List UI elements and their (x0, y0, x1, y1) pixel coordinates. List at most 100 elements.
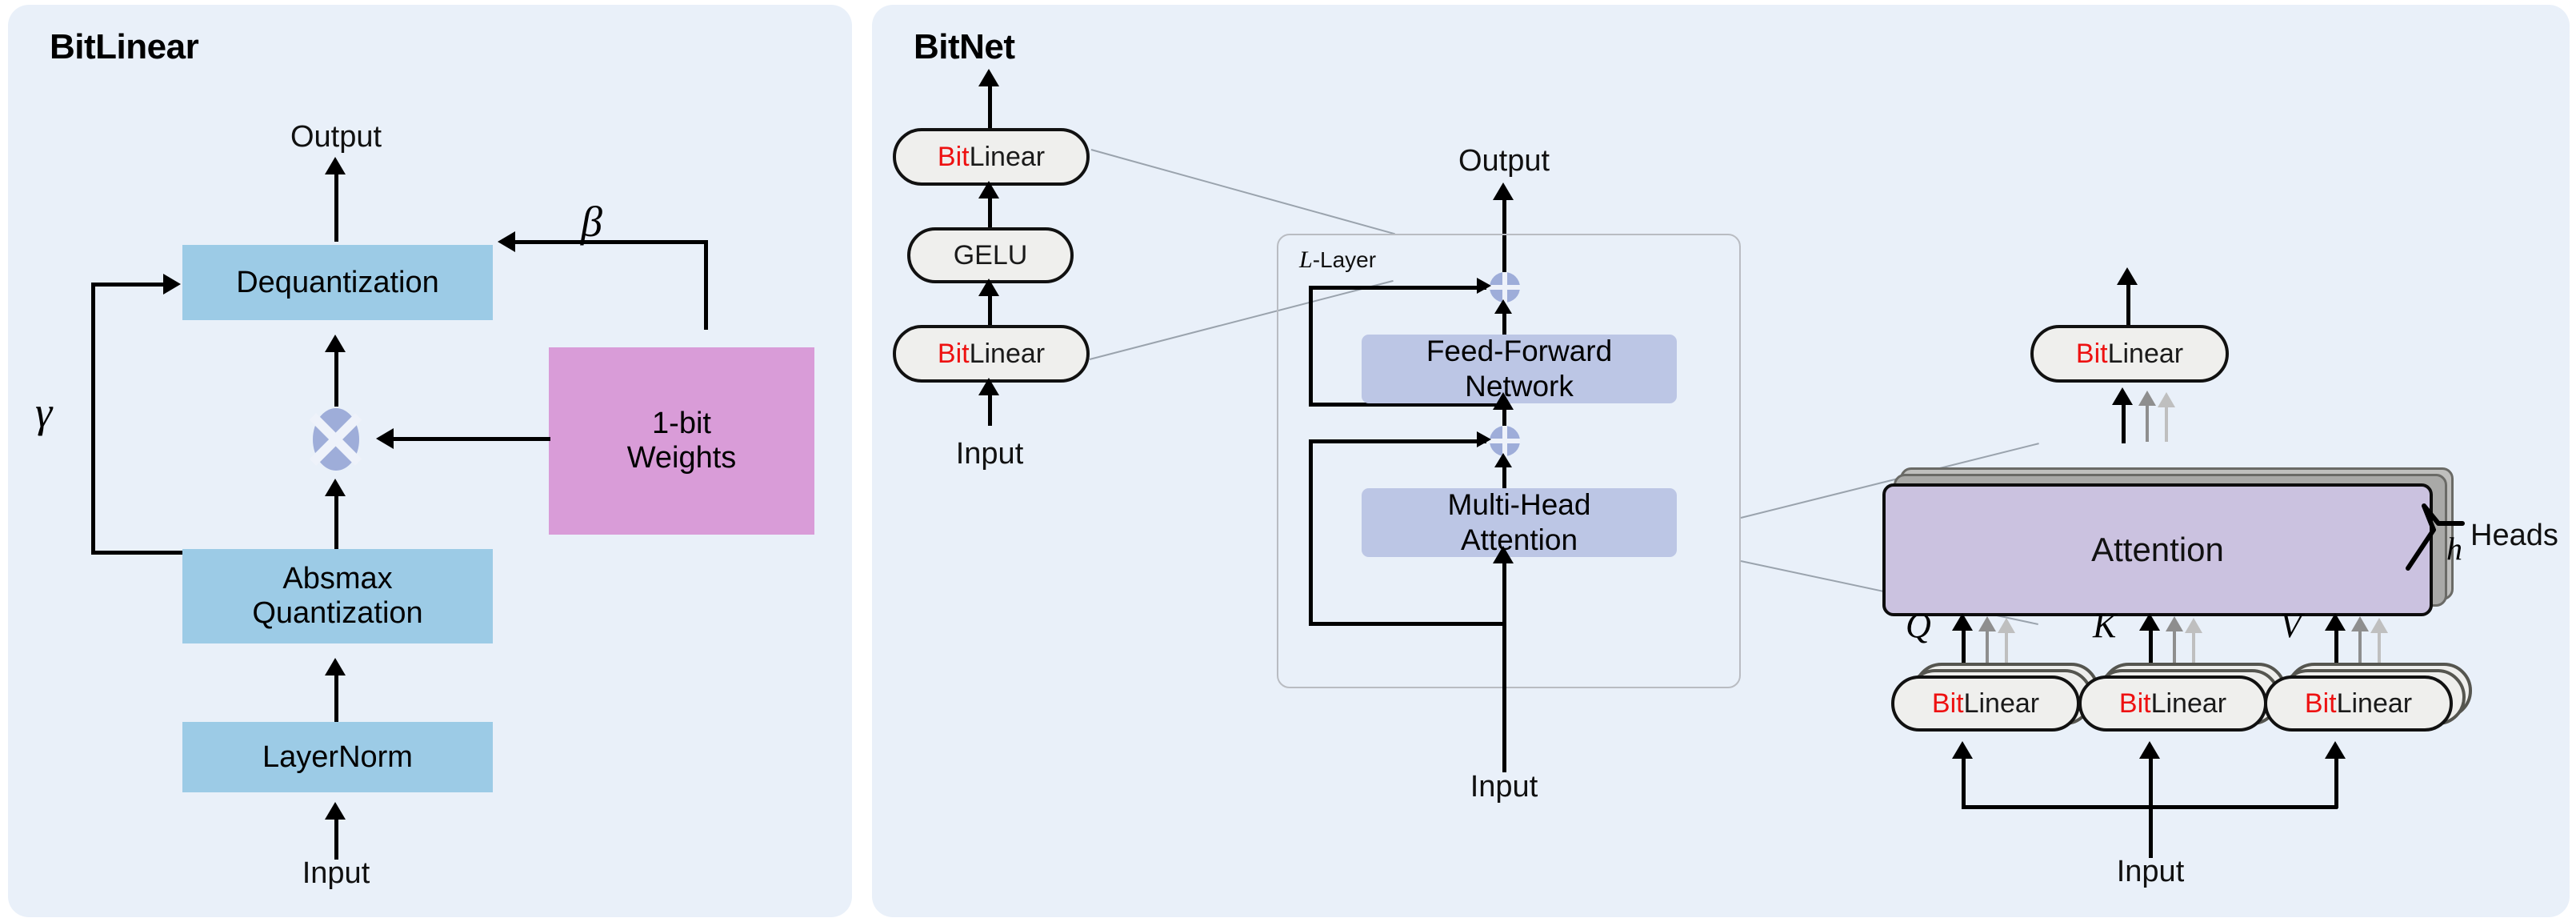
attention-out-arrow-stem (2122, 399, 2126, 443)
arrow-weights-to-mul-stem (394, 437, 550, 441)
q-ghost-arrow-2 (1998, 618, 2019, 672)
v-ghost-arrow-2 (2370, 618, 2392, 672)
heads-brace-icon (2406, 503, 2465, 571)
transformer-input-label: Input (1470, 770, 1538, 804)
arrow-outproj-to-up-head (2117, 267, 2138, 285)
multi-head-attention-box: Multi-Head Attention (1362, 488, 1677, 557)
bitnet-stack-gelu[interactable]: GELU (907, 227, 1074, 283)
residual-ffn-horizontal (1310, 286, 1486, 290)
arrow-add-to-ffn-stem (1502, 403, 1506, 438)
add-operator-mha (1490, 426, 1520, 456)
absmax-quantization-text: Absmax Quantization (252, 562, 422, 630)
bitnet-panel (872, 5, 2570, 917)
arrow-input-to-mha-head (1493, 546, 1514, 563)
multiply-operator (313, 408, 359, 471)
attention-out-ghost-arrow-1 (2138, 391, 2160, 442)
arrow-ln-to-absmax-stem (334, 669, 338, 724)
l-layer-label: L-Layer (1299, 247, 1376, 274)
q-input-branch-head (1952, 741, 1973, 759)
arrow-ffn-to-add-head (1494, 299, 1512, 314)
residual-mha-vertical (1309, 439, 1313, 625)
arrow-input-to-stack-stem (988, 389, 992, 426)
stack-top-arrow-head (978, 69, 999, 86)
q-arrow-head (1952, 613, 1973, 631)
q-input-branch-stem (1962, 752, 1966, 808)
v-arrow-stem (2334, 624, 2338, 674)
arrow-input-to-ln-head (325, 802, 346, 820)
stack-top-arrow-stem (988, 80, 992, 128)
bit-text: Bit (2304, 687, 2337, 719)
k-arrow-head (2139, 613, 2160, 631)
residual-ffn-arrow-head (1477, 278, 1491, 294)
arrow-mha-to-add-head (1494, 453, 1512, 467)
l-layer-container (1277, 234, 1741, 688)
bit-text: Bit (937, 338, 970, 369)
arrow-absmax-to-mul-stem (334, 490, 338, 549)
v-input-branch-head (2325, 741, 2346, 759)
arrow-block-to-output-head (1493, 182, 1514, 200)
gelu-text: GELU (953, 239, 1028, 271)
residual-ffn-tap (1309, 403, 1504, 407)
bitlinear-output-label: Output (290, 120, 382, 154)
arrow-dequant-to-output-stem (334, 168, 338, 242)
k-label: K (2093, 606, 2117, 645)
bit-text: Bit (2118, 687, 2151, 719)
bitnet-panel-title: BitNet (914, 27, 1015, 66)
v-ghost-arrow-1 (2351, 616, 2373, 672)
linear-text: Linear (1963, 687, 2040, 719)
arrow-input-to-stack-head (978, 378, 999, 395)
linear-text: Linear (969, 141, 1046, 172)
arrow-bitlinear-to-gelu-stem (988, 290, 992, 325)
absmax-quantization-box: Absmax Quantization (182, 549, 493, 643)
weights-line1: 1-bit (652, 407, 711, 441)
k-arrow-stem (2149, 624, 2153, 674)
bitlinear-input-label: Input (302, 856, 370, 890)
l-layer-math-l: L (1299, 247, 1313, 273)
attention-out-arrow-head (2112, 387, 2133, 405)
h-heads-math: h (2446, 531, 2462, 567)
absmax-line1: Absmax (282, 562, 393, 596)
linear-text: Linear (2150, 687, 2227, 719)
k-ghost-arrow-2 (2185, 618, 2206, 672)
ffn-line1: Feed-Forward (1426, 335, 1613, 368)
arrow-bitlinear-to-gelu-head (978, 279, 999, 296)
h-heads-label: Heads (2470, 519, 2558, 552)
mha-text: Multi-Head Attention (1448, 487, 1591, 557)
bit-text: Bit (937, 141, 970, 172)
residual-mha-tap (1309, 622, 1504, 626)
bit-text: Bit (1931, 687, 1964, 719)
arrow-mha-to-add-stem (1502, 463, 1506, 488)
one-bit-weights-box: 1-bit Weights (549, 347, 814, 535)
beta-label: β (581, 198, 602, 246)
absmax-line2: Quantization (252, 596, 423, 630)
arrow-weights-to-mul-head (376, 428, 394, 449)
ffn-line2: Network (1465, 370, 1574, 403)
residual-mha-arrow-head (1477, 431, 1491, 447)
mha-line1: Multi-Head (1447, 488, 1591, 522)
arrow-ln-to-absmax-head (325, 658, 346, 675)
mha-line2: Attention (1460, 523, 1578, 556)
v-input-branch-stem (2334, 752, 2338, 808)
linear-text: Linear (2336, 687, 2413, 719)
gamma-line-bottom-horizontal (91, 551, 184, 555)
arrow-absmax-to-mul-head (325, 479, 346, 496)
q-arrow-stem (1962, 624, 1966, 674)
v-label: V (2280, 606, 2302, 645)
attention-box: Attention (1882, 483, 2433, 616)
feed-forward-network-box: Feed-Forward Network (1362, 335, 1677, 403)
l-layer-label-rest: -Layer (1312, 247, 1377, 272)
arrow-ffn-to-add-stem (1502, 309, 1506, 335)
beta-line-vertical (704, 240, 708, 330)
one-bit-weights-text: 1-bit Weights (627, 407, 737, 475)
transformer-input-line (1502, 622, 1506, 772)
linear-text: Linear (2107, 338, 2184, 369)
attention-input-label: Input (2116, 855, 2185, 888)
arrow-add-to-ffn-head (1493, 392, 1514, 410)
